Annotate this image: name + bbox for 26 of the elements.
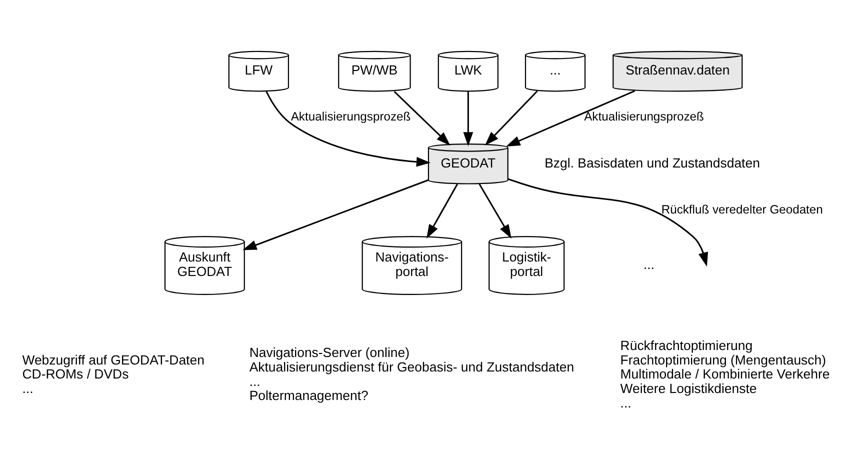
node-label: ... [22, 380, 33, 396]
edge-label: Aktualisierungsprozeß [290, 109, 410, 124]
arrow [506, 90, 635, 146]
node-label: Rückfrachtoptimierung [620, 338, 752, 353]
label: ... [642, 256, 654, 272]
arrow [393, 90, 450, 146]
edge-label: Rückfluß veredelter Geodaten [660, 202, 822, 216]
arrow [507, 178, 708, 266]
arrow [484, 90, 538, 145]
arrow [478, 183, 511, 238]
label: Bzgl. Basisdaten und Zustandsdaten [544, 154, 760, 170]
arrow [462, 91, 473, 146]
node-label: Weitere Logistikdienste [620, 380, 756, 396]
node-label: Aktualisierungsdienst für Geobasis- und Zustandsdaten [248, 359, 574, 374]
node-label: CD-ROMs / DVDs [22, 366, 128, 382]
arrow [242, 178, 428, 250]
node-label: ... [248, 373, 260, 388]
node-label: Multimodale / Kombinierte Verkehre [620, 366, 830, 382]
node-label: ... [620, 394, 631, 410]
node-label: Poltermanagement? [248, 388, 368, 403]
arrow [265, 90, 430, 166]
node-label: Frachtoptimierung (Mengentausch) [620, 352, 826, 367]
node-label: Navigations-Server (online) [248, 344, 410, 360]
node-label: Webzugriff auf GEODAT-Daten [22, 352, 204, 367]
arrow [426, 183, 458, 238]
edge-label: Aktualisierungsprozeß [584, 109, 704, 124]
